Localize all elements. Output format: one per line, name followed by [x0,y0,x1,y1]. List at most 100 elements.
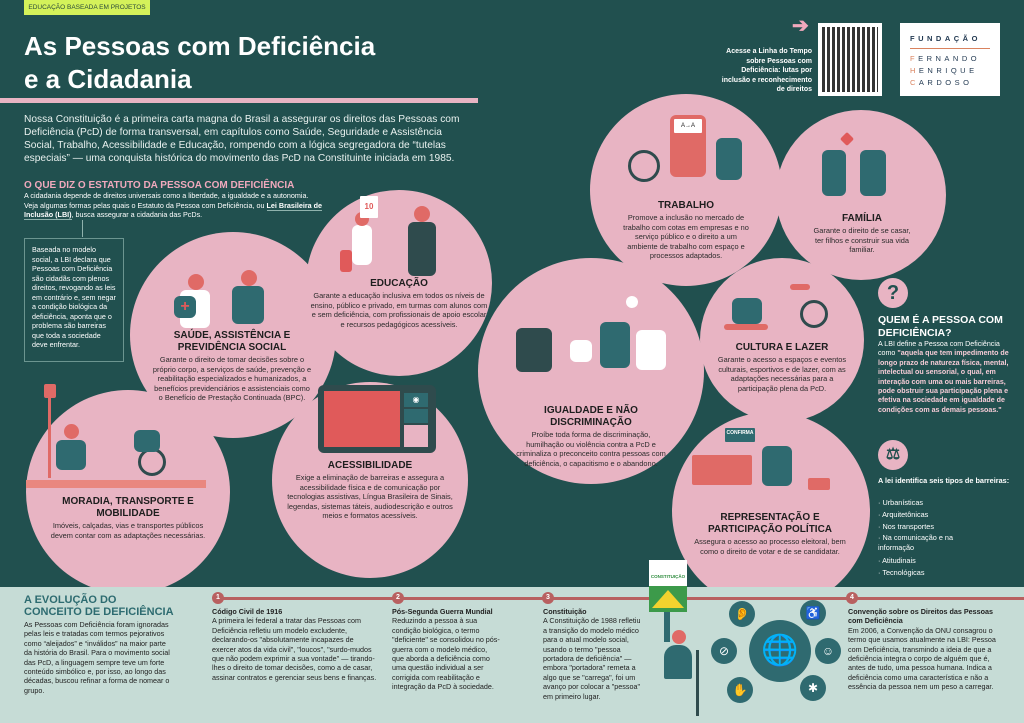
topic-title: TRABALHO [657,200,715,211]
walker-user-figure [636,330,666,370]
family-figure-2 [860,150,886,196]
wheelchair-symbol-icon: ♿ [800,600,826,626]
barrier-item: · Tecnológicas [878,568,925,577]
barrier-item: · Nos transportes [878,522,934,531]
timeline-marker-4: 4 [846,592,858,604]
step-title: Convenção sobre os Direitos das Pessoas … [848,607,994,626]
topic-title: FAMÍLIA [842,213,882,224]
step-text: Em 2006, a Convenção da ONU consagrou o … [848,625,996,692]
barrier-label: Tecnológicas [882,568,925,577]
topic-text: Imóveis, calçadas, vias e transportes pú… [50,521,206,540]
topic-text: Promove a inclusão no mercado de trabalh… [623,213,749,260]
topic-text: Assegura o acesso ao processo eleitoral,… [694,537,846,556]
quem-heading: QUEM É A PESSOA COM DEFICIÊNCIA? [878,314,1003,339]
wheelchair-icon [138,448,166,476]
logo-ernando: ERNANDO [918,54,981,63]
step-text: Reduzindo a pessoa à sua condição biológ… [392,616,500,692]
worker-figure [716,138,742,180]
voter-figure [762,446,792,486]
graduate-head [414,206,430,222]
category-tag: EDUCAÇÃO BASEADA EM PROJETOS [24,0,150,15]
qr-code[interactable] [818,23,882,96]
barrier-item: · Arquitetônicas [878,510,929,519]
barrier-label: Na comunicação e na informação [878,533,954,552]
topic-trabalho: TRABALHO Promove a inclusão no mercado de… [622,200,750,261]
wheelchair-icon [628,150,660,182]
qr-pattern [822,27,878,92]
topic-text: Exige a eliminação de barreiras e assegu… [287,473,453,520]
blind-person-figure [56,440,86,470]
barrier-item: · Na comunicação e na informação [878,533,954,552]
voting-machine-icon [692,455,752,485]
logo-f: F [910,54,919,63]
question-icon: ? [878,278,908,308]
evolution-panel [0,587,1024,723]
logo-enrique: ENRIQUE [918,66,978,75]
fhc-logo: FUNDAÇÃO FERNANDO HENRIQUE CARDOSO [900,23,1000,96]
circle-igualdade [478,258,704,484]
barrier-label: Arquitetônicas [882,510,929,519]
raised-arm [664,612,670,642]
topic-title: CULTURA E LAZER [735,342,829,353]
barrier-item: · Urbanísticas [878,498,924,507]
grade-paper-icon: 10 [360,196,378,218]
step-text: A Constituição de 1988 refletiu a transi… [543,616,641,701]
tactile-paving [26,480,206,488]
step-text: A primeira lei federal a tratar das Pess… [212,616,377,682]
estatuto-text: A cidadania depende de direitos universa… [24,191,324,220]
topic-familia: FAMÍLIA Garante o direito de se casar, te… [812,213,912,255]
arrow-right-icon: ➔ [792,15,809,37]
skateboarder-figure [732,298,762,324]
circle-representacao [672,412,870,610]
blind-person-head [64,424,79,439]
no-sign-icon [626,296,638,308]
evolution-text: As Pessoas com Deficiência foram ignorad… [24,620,170,695]
flag-rhombus [652,590,684,608]
barrier-label: Atitudinais [882,556,916,565]
topic-title: MORADIA, TRANSPORTE E MOBILIDADE [62,496,194,519]
trumpet-icon [790,284,810,290]
step-title: Código Civil de 1916 [212,607,283,616]
timeline-step-4: Convenção sobre os Direitos das Pessoas … [848,607,1008,692]
body-icon: ✱ [800,675,826,701]
evolution-heading: A EVOLUÇÃO DO CONCEITO DE DEFICIÊNCIA [24,594,174,618]
guide-dog-icon [808,478,830,490]
topic-title: SAÚDE, ASSISTÊNCIA E PREVIDÊNCIA SOCIAL [173,330,291,353]
timeline-marker-1: 1 [212,592,224,604]
logo-line: FERNANDO [910,53,990,65]
medical-kit-icon: + [174,296,196,318]
circle-cultura [700,258,864,422]
video-screen [324,391,400,447]
intro-paragraph: Nossa Constituição é a primeira carta ma… [24,114,460,164]
topic-moradia: MORADIA, TRANSPORTE E MOBILIDADE Imóveis,… [48,496,208,540]
topic-text: Garante o direito de se casar, ter filho… [813,226,911,254]
sign-language-icon [404,409,428,423]
autism-ribbon-shirt [570,340,592,362]
quem-text: A LBI define a Pessoa com Deficiência co… [878,340,1018,415]
barrier-label: Urbanísticas [882,498,924,507]
title-divider [0,98,478,103]
wheelchair-icon [800,300,828,328]
estatuto-text-b: , busca assegurar a cidadania das PcDs. [71,210,203,219]
eye-icon: ◉ [404,393,428,407]
logo-line: CARDOSO [910,77,990,89]
barrier-item: · Atitudinais [878,556,916,565]
topic-cultura: CULTURA E LAZER Garante o acesso a espaço… [712,342,852,393]
scales-icon: ⚖ [878,440,908,470]
step-title: Constituição [543,607,587,616]
student-figure [352,225,372,265]
signal-pole [48,398,51,478]
topic-title: EDUCAÇÃO [370,278,428,289]
topic-text: Garante o acesso a espaços e eventos cul… [717,355,847,393]
barriers-list: · Urbanísticas · Arquitetônicas · Nos tr… [878,497,958,579]
barriers-heading: A lei identifica seis tipos de barreiras… [878,476,1010,485]
title-line-1: As Pessoas com Deficiência [24,31,376,61]
estatuto-text-a: A cidadania depende de direitos universa… [24,191,309,210]
family-figure-1 [822,150,846,196]
step-title: Pós-Segunda Guerra Mundial [392,607,493,616]
logo-h: H [910,66,919,75]
